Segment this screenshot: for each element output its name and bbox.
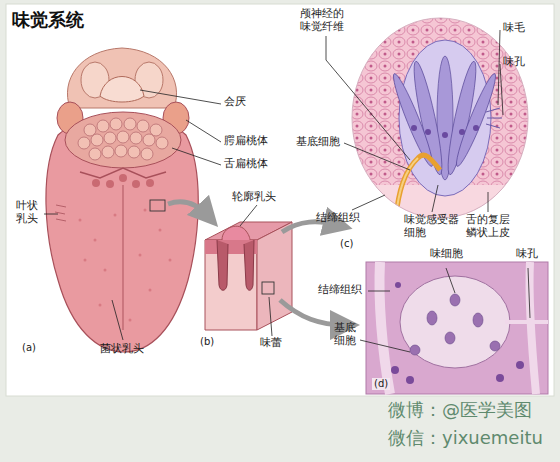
part-label: 味孔 [503, 56, 525, 69]
part-label: 会厌 [224, 96, 246, 109]
part-label: 叶状乳头 [16, 200, 38, 225]
panel-letter: (a) [22, 342, 36, 354]
part-label: 基底细胞 [296, 136, 340, 149]
part-label: 味蕾 [260, 337, 282, 350]
part-label: 轮廓乳头 [232, 191, 276, 204]
watermark: 微博：@医学美图 [388, 400, 532, 421]
part-label: 舌扁桃体 [224, 158, 268, 171]
panel-letter: (b) [200, 336, 214, 348]
part-label: 味毛 [503, 22, 525, 35]
part-label: 味孔 [516, 248, 538, 261]
panel-letter: (c) [340, 238, 353, 250]
watermark: 微信：yixuemeitu [388, 428, 543, 449]
part-label: 结缔组织 [318, 284, 362, 297]
panel-letter: (d) [372, 378, 390, 390]
part-label: 菌状乳头 [100, 343, 144, 356]
part-label: 味细胞 [430, 248, 463, 261]
part-label: 味觉感受器细胞 [404, 214, 459, 239]
part-label: 结缔组织 [316, 212, 360, 225]
title: 味觉系统 [12, 8, 84, 32]
part-label: 基底细胞 [334, 322, 356, 347]
part-label: 颅神经的味觉纤维 [300, 8, 344, 33]
part-label: 腭扁桃体 [224, 135, 268, 148]
part-label: 舌的复层鳞状上皮 [466, 214, 510, 239]
